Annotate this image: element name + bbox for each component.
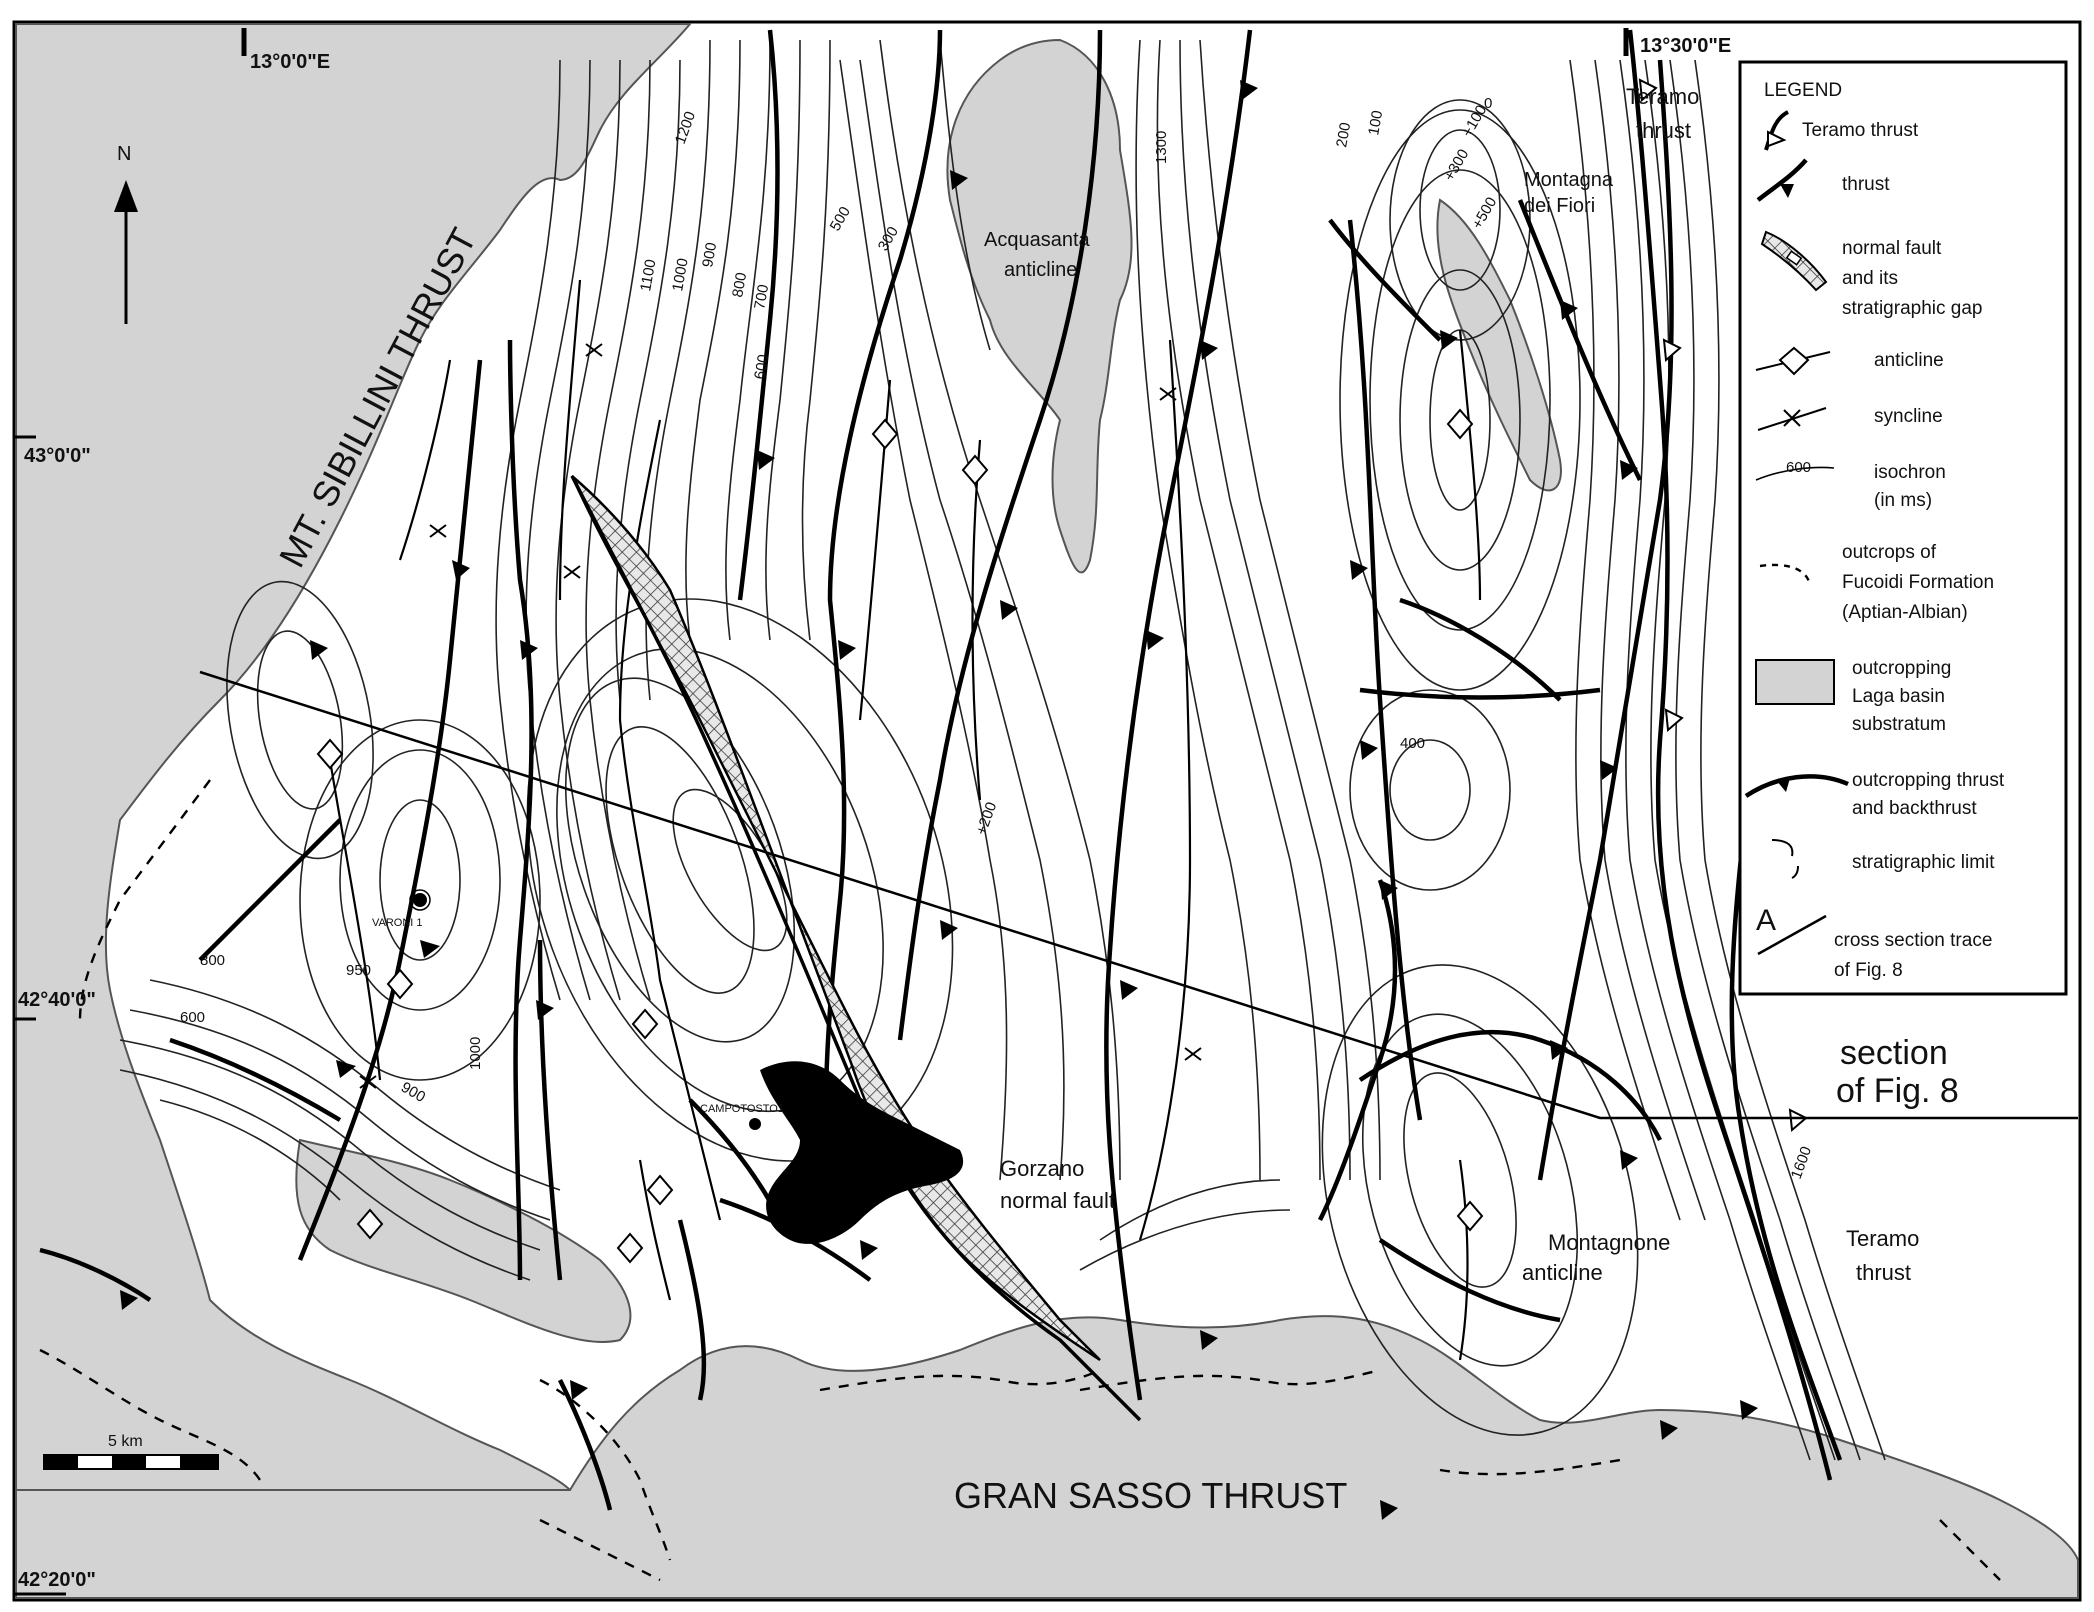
well-campotosto: [749, 1118, 761, 1130]
svg-text:0: 0: [1484, 95, 1492, 112]
campotosto-well-label: CAMPOTOSTO1: [700, 1103, 784, 1115]
lat-42-20: 42°20'0": [18, 1569, 96, 1591]
svg-text:1300: 1300: [1153, 131, 1170, 164]
lat-43-0: 43°0'0": [24, 445, 91, 467]
north-label: N: [117, 143, 131, 165]
svg-text:700: 700: [751, 283, 772, 311]
lon-13-0: 13°0'0"E: [250, 51, 330, 73]
gorzano-fault-line: [570, 475, 1142, 1422]
svg-text:400: 400: [1400, 735, 1425, 752]
section-label-1: section: [1840, 1034, 1948, 1072]
svg-text:and its: and its: [1842, 268, 1898, 289]
cross-section-trace: [199, 670, 2078, 1120]
svg-text:syncline: syncline: [1874, 406, 1943, 427]
acquasanta-outcrop: [946, 38, 1133, 574]
lat-42-40: 42°40'0": [18, 989, 96, 1011]
legend-item-normal-fault: normal fault and its stratigraphic gap: [1760, 230, 1982, 319]
svg-text:200: 200: [1333, 121, 1354, 149]
svg-text:and backthrust: and backthrust: [1852, 798, 1977, 819]
svg-text:outcropping thrust: outcropping thrust: [1852, 770, 2005, 791]
acquasanta-label-2: anticline: [1004, 259, 1077, 281]
svg-text:(in ms): (in ms): [1874, 490, 1932, 511]
svg-text:stratigraphic gap: stratigraphic gap: [1842, 298, 1982, 319]
montagna-label-2: dei Fiori: [1524, 195, 1595, 217]
teramo-label-top-1: Teramo: [1626, 84, 1699, 109]
svg-text:A: A: [1756, 904, 1776, 937]
svg-text:(Aptian-Albian): (Aptian-Albian): [1842, 602, 1968, 623]
scale-bar: 5 km: [43, 1433, 219, 1470]
svg-text:600: 600: [751, 353, 772, 381]
svg-text:800: 800: [729, 271, 750, 299]
svg-text:isochron: isochron: [1874, 462, 1946, 483]
svg-text:900: 900: [699, 241, 720, 269]
gran-sasso-thrust-label: GRAN SASSO THRUST: [954, 1475, 1347, 1516]
coordinate-labels: 13°0'0"E 13°30'0"E 43°0'0" 42°40'0" 42°2…: [14, 28, 1731, 1596]
svg-text:600: 600: [1786, 459, 1811, 476]
svg-text:outcropping: outcropping: [1852, 658, 1951, 679]
svg-text:anticline: anticline: [1874, 350, 1944, 371]
legend-item-thrust: thrust: [1756, 158, 1890, 202]
teramo-label-bottom-1: Teramo: [1846, 1226, 1919, 1251]
svg-text:substratum: substratum: [1852, 714, 1946, 735]
thrust-teeth: [120, 80, 1758, 1520]
svg-text:stratigraphic limit: stratigraphic limit: [1852, 852, 1995, 873]
svg-text:100: 100: [1365, 109, 1386, 137]
section-label-2: of Fig. 8: [1836, 1072, 1959, 1110]
campotosto-lake: [760, 1061, 964, 1244]
montagna-label-1: Montagna: [1524, 169, 1614, 191]
legend-item-outcropping-thrust: outcropping thrust and backthrust: [1744, 770, 2005, 819]
legend-item-teramo-thrust: Teramo thrust: [1764, 110, 1919, 151]
lon-13-30: 13°30'0"E: [1640, 35, 1731, 57]
svg-text:1100: 1100: [637, 258, 659, 293]
legend-box: [1738, 60, 2068, 996]
svg-text:950: 950: [346, 962, 371, 979]
legend: LEGEND Teramo thrust thrust normal fault…: [1738, 60, 2068, 996]
svg-text:outcrops of: outcrops of: [1842, 542, 1937, 563]
svg-text:1000: 1000: [669, 257, 692, 293]
scale-label: 5 km: [108, 1433, 143, 1450]
legend-item-fucoidi: outcrops of Fucoidi Formation (Aptian-Al…: [1759, 542, 1994, 623]
well-varoni: [409, 889, 431, 911]
southwest-outcrop: [295, 1138, 632, 1343]
acquasanta-label-1: Acquasanta: [984, 229, 1091, 251]
montagna-dei-fiori-outcrop: [1436, 198, 1562, 492]
montagnone-label-1: Montagnone: [1548, 1230, 1670, 1255]
svg-text:thrust: thrust: [1842, 174, 1890, 195]
svg-text:600: 600: [180, 1009, 205, 1026]
gorzano-label-2: normal fault: [1000, 1188, 1115, 1213]
fucoidi-outcrops: [39, 779, 2001, 1582]
north-arrow: N: [114, 143, 138, 324]
legend-item-syncline: syncline: [1757, 406, 1943, 431]
legend-title: LEGEND: [1764, 80, 1842, 101]
legend-item-stratigraphic-limit: stratigraphic limit: [1771, 839, 1995, 879]
svg-text:Laga basin: Laga basin: [1852, 686, 1945, 707]
svg-text:cross section trace: cross section trace: [1834, 930, 1992, 951]
svg-text:Teramo thrust: Teramo thrust: [1802, 120, 1919, 141]
svg-text:1000: 1000: [467, 1037, 484, 1070]
teramo-label-bottom-2: thrust: [1856, 1260, 1911, 1285]
legend-item-isochron: 600 isochron (in ms): [1755, 459, 1946, 511]
laga-substratum-outcrops: [15, 23, 2079, 1599]
sibillini-outcrop: [15, 23, 693, 1491]
gorzano-label-1: Gorzano: [1000, 1156, 1084, 1181]
svg-text:normal fault: normal fault: [1842, 238, 1942, 259]
montagnone-label-2: anticline: [1522, 1260, 1603, 1285]
teramo-label-top-2: thrust: [1636, 118, 1691, 143]
svg-text:of Fig. 8: of Fig. 8: [1834, 960, 1903, 981]
teramo-thrust: [1627, 29, 1833, 1481]
legend-item-laga-substratum: outcropping Laga basin substratum: [1755, 658, 1951, 735]
svg-text:800: 800: [200, 952, 225, 969]
legend-item-cross-section: A cross section trace of Fig. 8: [1756, 904, 1992, 981]
svg-text:Fucoidi Formation: Fucoidi Formation: [1842, 572, 1994, 593]
varoni-well-label: VARONI 1: [372, 917, 423, 929]
fold-markers: [316, 343, 1484, 1264]
legend-item-anticline: anticline: [1755, 346, 1944, 376]
gorzano-fault-gap: [570, 475, 1101, 1362]
